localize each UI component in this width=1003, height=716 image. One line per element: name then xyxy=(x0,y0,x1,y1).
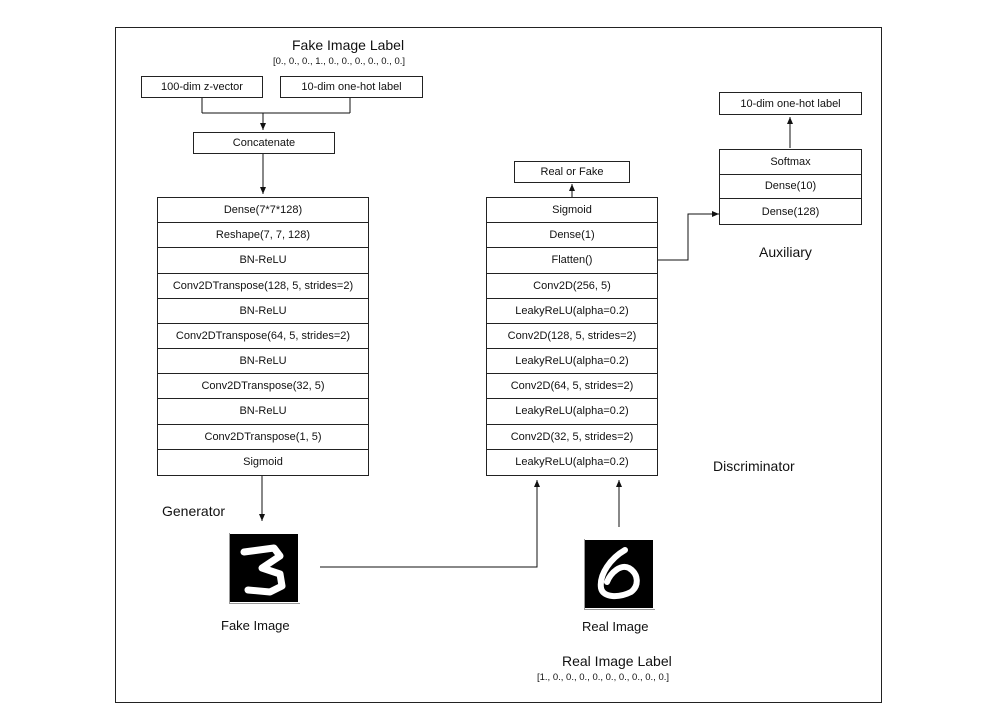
diagram-frame xyxy=(115,27,882,703)
generator-layer: BN-ReLU xyxy=(158,299,368,324)
generator-layer: BN-ReLU xyxy=(158,399,368,425)
generator-layer: Dense(7*7*128) xyxy=(158,198,368,224)
concatenate-box: Concatenate xyxy=(193,132,335,154)
fake-label-vector: [0., 0., 0., 1., 0., 0., 0., 0., 0., 0.] xyxy=(273,56,406,67)
real-label-vector: [1., 0., 0., 0., 0., 0., 0., 0., 0., 0.] xyxy=(537,672,670,683)
discriminator-layer: Conv2D(128, 5, strides=2) xyxy=(487,324,657,350)
discriminator-layer: Dense(1) xyxy=(487,223,657,249)
generator-layer: Conv2DTranspose(64, 5, strides=2) xyxy=(158,324,368,350)
discriminator-title: Discriminator xyxy=(713,458,795,474)
fake-label-title: Fake Image Label xyxy=(292,37,405,53)
real-label-title: Real Image Label xyxy=(562,653,672,669)
auxiliary-layer: Dense(128) xyxy=(761,205,820,218)
onehot-input-box: 10-dim one-hot label xyxy=(280,76,423,98)
real-image xyxy=(585,540,653,608)
fake-image-axes xyxy=(229,533,300,604)
auxiliary-title: Auxiliary xyxy=(759,244,812,260)
fake-image-label: Fake Image xyxy=(221,618,290,633)
z-vector-box: 100-dim z-vector xyxy=(141,76,263,98)
generator-layer: Conv2DTranspose(128, 5, strides=2) xyxy=(158,274,368,299)
auxiliary-layer: Softmax xyxy=(720,150,861,175)
real-image-axes xyxy=(584,539,655,610)
discriminator-layer: Conv2D(32, 5, strides=2) xyxy=(487,425,657,450)
generator-title: Generator xyxy=(162,503,226,519)
discriminator-layer: LeakyReLU(alpha=0.2) xyxy=(487,349,657,375)
to-auxiliary-arrow xyxy=(658,211,719,261)
discriminator-layer: LeakyReLU(alpha=0.2) xyxy=(487,299,657,324)
discriminator-layer: Flatten() xyxy=(487,248,657,274)
generator-layer: Sigmoid xyxy=(243,456,283,469)
auxiliary-layer: Dense(10) xyxy=(720,175,861,200)
discriminator-layer: LeakyReLU(alpha=0.2) xyxy=(515,456,629,469)
generator-layer: Conv2DTranspose(32, 5) xyxy=(158,374,368,400)
aux-onehot-box: 10-dim one-hot label xyxy=(719,92,862,115)
fake-to-discriminator-arrow xyxy=(320,480,540,568)
digit-three-icon xyxy=(240,544,286,596)
fake-image xyxy=(230,534,298,602)
discriminator-layer: Conv2D(64, 5, strides=2) xyxy=(487,374,657,400)
digit-zero-icon xyxy=(597,547,640,600)
generator-layer: Conv2DTranspose(1, 5) xyxy=(158,425,368,450)
generator-layer: Reshape(7, 7, 128) xyxy=(158,223,368,249)
discriminator-layer: Sigmoid xyxy=(487,198,657,224)
generator-layer: BN-ReLU xyxy=(158,349,368,375)
real-or-fake-box: Real or Fake xyxy=(514,161,630,183)
generator-layer: BN-ReLU xyxy=(158,248,368,274)
discriminator-layer: Conv2D(256, 5) xyxy=(487,274,657,299)
real-image-label: Real Image xyxy=(582,619,649,634)
discriminator-layer: LeakyReLU(alpha=0.2) xyxy=(487,399,657,425)
